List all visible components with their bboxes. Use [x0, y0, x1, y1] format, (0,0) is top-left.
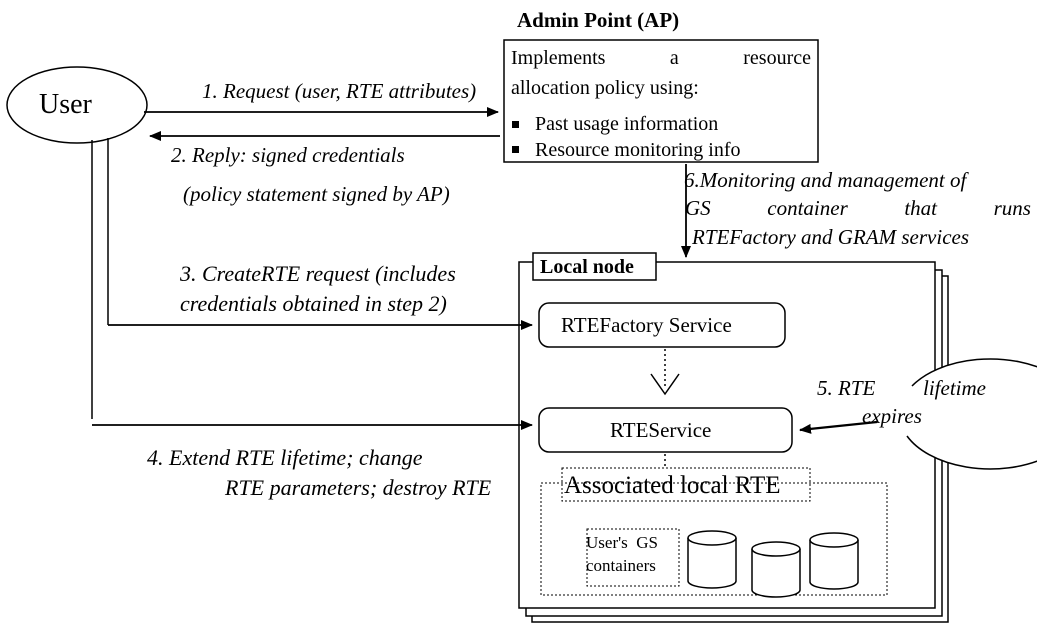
admin-point-desc-line2: allocation policy using:: [511, 77, 699, 99]
user-ellipse: [6, 66, 148, 144]
local-node-label-box: [532, 252, 657, 281]
gs-containers-label-line1: User's GS: [586, 533, 659, 552]
gs-containers-label-line2: containers: [586, 556, 656, 575]
arrow-step5: [799, 420, 878, 434]
admin-point-desc-word: resource: [743, 47, 811, 69]
rte-service-label: RTEService: [610, 418, 712, 442]
step5-sublabel: expires: [862, 404, 922, 428]
admin-point-desc-word: a: [669, 47, 679, 69]
admin-point-title: Admin Point (AP): [517, 8, 680, 32]
step6-word: that: [904, 196, 938, 220]
step1-label: 1. Request (user, RTE attributes): [202, 79, 477, 103]
step2-label: 2. Reply: signed credentials: [171, 143, 405, 167]
admin-point-desc-line1: Implements a resource: [511, 48, 811, 68]
gs-container-cylinder: [809, 532, 859, 590]
step5-word: 5. RTE: [817, 376, 876, 400]
gs-container-cylinder: [687, 530, 737, 589]
admin-point-desc-word: Implements: [511, 47, 606, 69]
local-node-label: Local node: [540, 256, 634, 278]
step6-sublabel-line2: GS container that runs: [685, 198, 1031, 219]
step3-sublabel: credentials obtained in step 2): [180, 291, 447, 316]
step5-label: 5. RTE lifetime: [817, 378, 986, 399]
admin-point-box: [503, 39, 819, 163]
step4-label: 4. Extend RTE lifetime; change: [147, 445, 423, 470]
bullet-marker: [512, 146, 519, 153]
associated-rte-label: Associated local RTE: [564, 472, 781, 499]
gs-container-cylinder: [751, 541, 801, 598]
step6-word: GS: [685, 196, 711, 220]
step3-label: 3. CreateRTE request (includes: [180, 261, 456, 286]
step2-sublabel: (policy statement signed by AP): [183, 182, 450, 206]
step6-word: container: [767, 196, 848, 220]
rte-factory-service-label: RTEFactory Service: [561, 313, 732, 337]
admin-point-bullet-monitoring: Resource monitoring info: [535, 139, 741, 161]
rte-service-box: [538, 407, 793, 453]
step6-label: 6.Monitoring and management of: [684, 168, 967, 192]
factory-to-service-arrowhead: [650, 373, 680, 396]
step5-word: lifetime: [923, 376, 986, 400]
step6-sublabel-line3: RTEFactory and GRAM services: [692, 225, 970, 249]
gs-containers-label-box: [586, 528, 680, 587]
rte-factory-service-box: [538, 302, 786, 348]
step6-word: runs: [993, 196, 1031, 220]
user-label: User: [39, 89, 92, 120]
bullet-marker: [512, 121, 519, 128]
admin-point-bullet-past-usage: Past usage information: [535, 113, 719, 135]
step4-sublabel: RTE parameters; destroy RTE: [225, 475, 492, 500]
associated-rte-box: [540, 482, 888, 596]
associated-rte-title-box: [561, 467, 811, 502]
lifetime-expires-ellipse: [906, 358, 1037, 470]
